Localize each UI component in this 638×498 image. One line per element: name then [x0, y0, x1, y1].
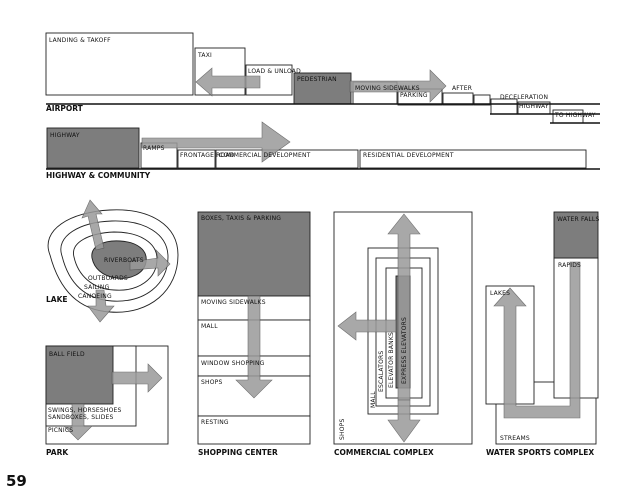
zone-small [473, 94, 491, 106]
watersports-diagram: WATER FALLS RAPIDS LAKES STREAMS WATER S… [485, 211, 599, 457]
shop-resting [197, 415, 311, 445]
park-caption: PARK [46, 448, 69, 457]
airport-arrow-left-icon [195, 67, 261, 97]
lake-shore-outer [47, 209, 179, 313]
lake-label-3: CANOEING [78, 293, 112, 300]
zone-residential [359, 149, 587, 169]
zone-after [442, 92, 474, 106]
water-label-1: RAPIDS [558, 262, 581, 269]
zone-landing [45, 32, 194, 96]
commercial-label-3: EXPRESS ELEVATORS [401, 317, 408, 384]
lake-label-1: OUTBOARDS [88, 275, 128, 282]
shop-label-4: SHOPS [201, 379, 222, 386]
lake-arrow-right-icon [129, 249, 171, 277]
airport-label-7: DECELERATION [500, 94, 548, 101]
highway-label-3: COMMERCIAL DEVELOPMENT [219, 152, 311, 159]
highway-label-4: RESIDENTIAL DEVELOPMENT [363, 152, 454, 159]
commercial-arrow-down-icon [387, 399, 421, 443]
commercial-label-2: ELEVATOR BANKS [388, 332, 395, 388]
airport-label-0: LANDING & TAKOFF [49, 37, 111, 44]
water-label-0: WATER FALLS [557, 216, 599, 223]
shop-arrow-down-icon [235, 295, 273, 399]
water-falls [553, 211, 599, 259]
zone-frontage [177, 149, 216, 169]
park-ballfield [45, 345, 114, 405]
park-arrow-right-icon [111, 363, 163, 393]
commercial-diagram: MALL ESCALATORS ELEVATOR BANKS EXPRESS E… [333, 211, 473, 457]
lake-diagram: RIVERBOATS OUTBOARDS SAILING CANOEING LA… [46, 199, 179, 323]
zone-highway [46, 127, 140, 169]
highway-caption: HIGHWAY & COMMUNITY [46, 171, 151, 180]
airport-label-9: TO HIGHWAY [554, 112, 596, 119]
commercial-label-4: SHOPS [339, 419, 346, 440]
shop-label-0: BOXES, TAXIS & PARKING [201, 215, 281, 222]
airport-caption: AIRPORT [46, 104, 84, 113]
airport-label-5: PARKING [400, 92, 428, 99]
park-label-3: PICNICS [48, 427, 73, 434]
water-label-2: LAKES [490, 290, 510, 297]
commercial-label-0: MALL [370, 391, 377, 408]
airport-label-3: PEDESTRIAN [297, 76, 337, 83]
park-diagram: BALL FIELD SWINGS, HORSESHOES SANDBOXES,… [45, 345, 169, 457]
lake-arrow-down-icon [87, 289, 115, 323]
page-number: 59 [6, 472, 27, 490]
airport-label-4: MOVING SIDEWALKS [355, 85, 420, 92]
zone-small-2 [490, 98, 518, 115]
shop-parking [197, 211, 311, 297]
shop-label-1: MOVING SIDEWALKS [201, 299, 266, 306]
park-label-0: BALL FIELD [49, 351, 85, 358]
highway-label-2: FRONTAGE ROAD [180, 152, 235, 159]
lake-caption: LAKE [46, 295, 68, 304]
airport-arrow-right-icon [349, 69, 447, 103]
commercial-caption: COMMERCIAL COMPLEX [334, 448, 434, 457]
shop-label-5: RESTING [201, 419, 229, 426]
airport-diagram: LANDING & TAKOFF TAXI LOAD & UNLOAD PEDE… [45, 32, 600, 124]
highway-label-1: RAMPS [143, 145, 165, 152]
zone-commercial [215, 149, 359, 169]
watersports-caption: WATER SPORTS COMPLEX [486, 448, 594, 457]
shopping-caption: SHOPPING CENTER [198, 448, 278, 457]
park-arrow-down-icon [63, 403, 93, 441]
highway-arrow-right-icon [141, 121, 291, 163]
lake-shore-mid [60, 220, 169, 302]
lake-label-0: RIVERBOATS [104, 257, 144, 264]
shopping-diagram: BOXES, TAXIS & PARKING MOVING SIDEWALKS … [197, 211, 311, 457]
airport-label-6: AFTER [452, 85, 472, 92]
airport-label-8: HIGHWAY [519, 103, 549, 110]
commercial-label-1: ESCALATORS [378, 351, 385, 392]
park-label-1: SWINGS, HORSESHOES [48, 407, 122, 414]
highway-label-0: HIGHWAY [50, 132, 80, 139]
commercial-arrow-left-icon [337, 311, 397, 341]
shop-label-3: WINDOW SHOPPING [201, 360, 265, 367]
airport-label-1: TAXI [197, 52, 212, 59]
water-label-3: STREAMS [500, 435, 530, 442]
lake-arrow-up-icon [81, 199, 105, 251]
lake-label-2: SAILING [84, 284, 110, 291]
airport-label-2: LOAD & UNLOAD [248, 68, 301, 75]
highway-diagram: HIGHWAY RAMPS FRONTAGE ROAD COMMERCIAL D… [46, 121, 600, 180]
shop-label-2: MALL [201, 323, 218, 330]
water-flow-arrow-icon [493, 261, 581, 419]
park-label-2: SANDBOXES, SLIDES [48, 414, 114, 421]
